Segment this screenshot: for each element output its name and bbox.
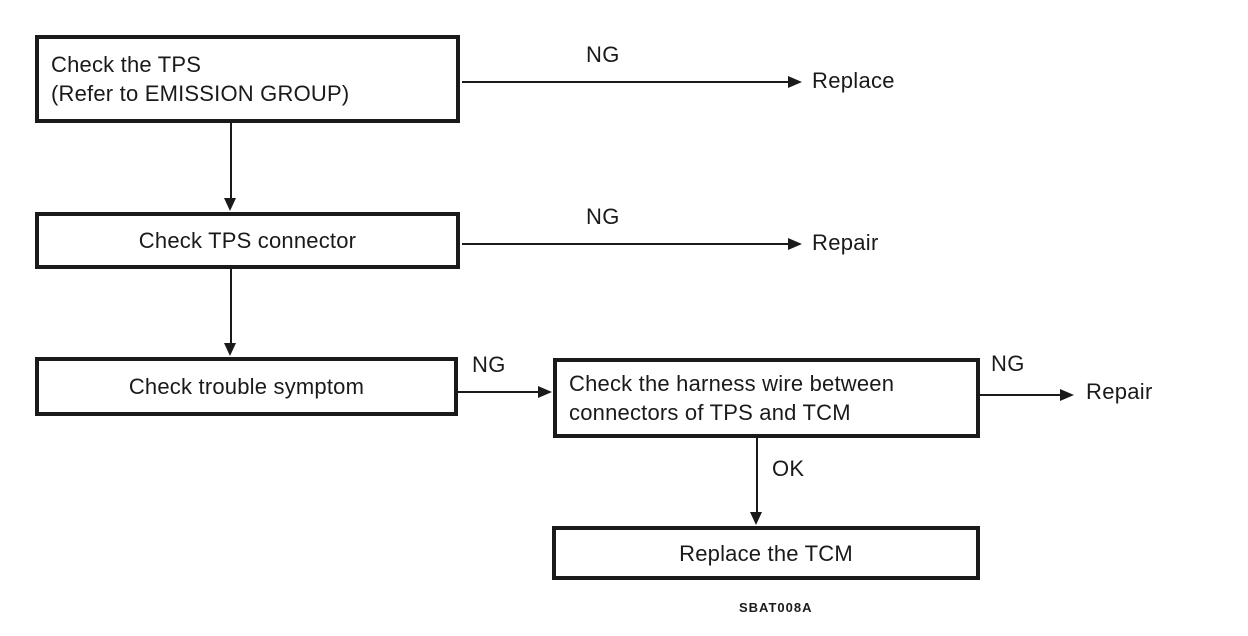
node-check-trouble-symptom-line1: Check trouble symptom [128, 374, 365, 399]
figure-code: SBAT008A [739, 600, 813, 615]
node-check-harness-wire-line1: Check the harness wire between [569, 371, 895, 396]
node-check-tps: Check the TPS (Refer to EMISSION GROUP) [35, 35, 460, 123]
connector-down-1-line [230, 123, 232, 200]
node-check-trouble-symptom: Check trouble symptom [35, 357, 458, 416]
connector-ng-1-line [462, 81, 790, 83]
edge-label-ng-1: NG [586, 42, 620, 67]
terminal-repair-1: Repair [812, 230, 879, 255]
connector-ng-3-line [458, 391, 540, 393]
arrowhead-down-icon [224, 198, 236, 211]
terminal-repair-2: Repair [1086, 379, 1153, 404]
edge-label-ng-2: NG [586, 204, 620, 229]
node-check-tps-line2: (Refer to EMISSION GROUP) [51, 81, 350, 106]
arrowhead-right-icon [788, 76, 802, 88]
node-check-harness-wire-line2: connectors of TPS and TCM [569, 400, 851, 425]
edge-label-ng-3: NG [472, 352, 506, 377]
edge-label-ok: OK [772, 456, 805, 481]
terminal-replace-1: Replace [812, 68, 895, 93]
edge-label-ng-4: NG [991, 351, 1025, 376]
connector-ok-line [756, 438, 758, 514]
node-check-tps-connector-line1: Check TPS connector [138, 228, 357, 253]
connector-ng-4-line [980, 394, 1062, 396]
arrowhead-right-icon [538, 386, 552, 398]
arrowhead-down-icon [750, 512, 762, 525]
node-replace-tcm: Replace the TCM [552, 526, 980, 580]
node-check-harness-wire: Check the harness wire between connector… [553, 358, 980, 438]
connector-down-2-line [230, 269, 232, 343]
node-replace-tcm-line1: Replace the TCM [679, 540, 853, 566]
connector-ng-2-line [462, 243, 790, 245]
arrowhead-down-icon [224, 343, 236, 356]
node-check-tps-connector: Check TPS connector [35, 212, 460, 269]
arrowhead-right-icon [1060, 389, 1074, 401]
arrowhead-right-icon [788, 238, 802, 250]
node-check-tps-line1: Check the TPS [51, 52, 202, 77]
